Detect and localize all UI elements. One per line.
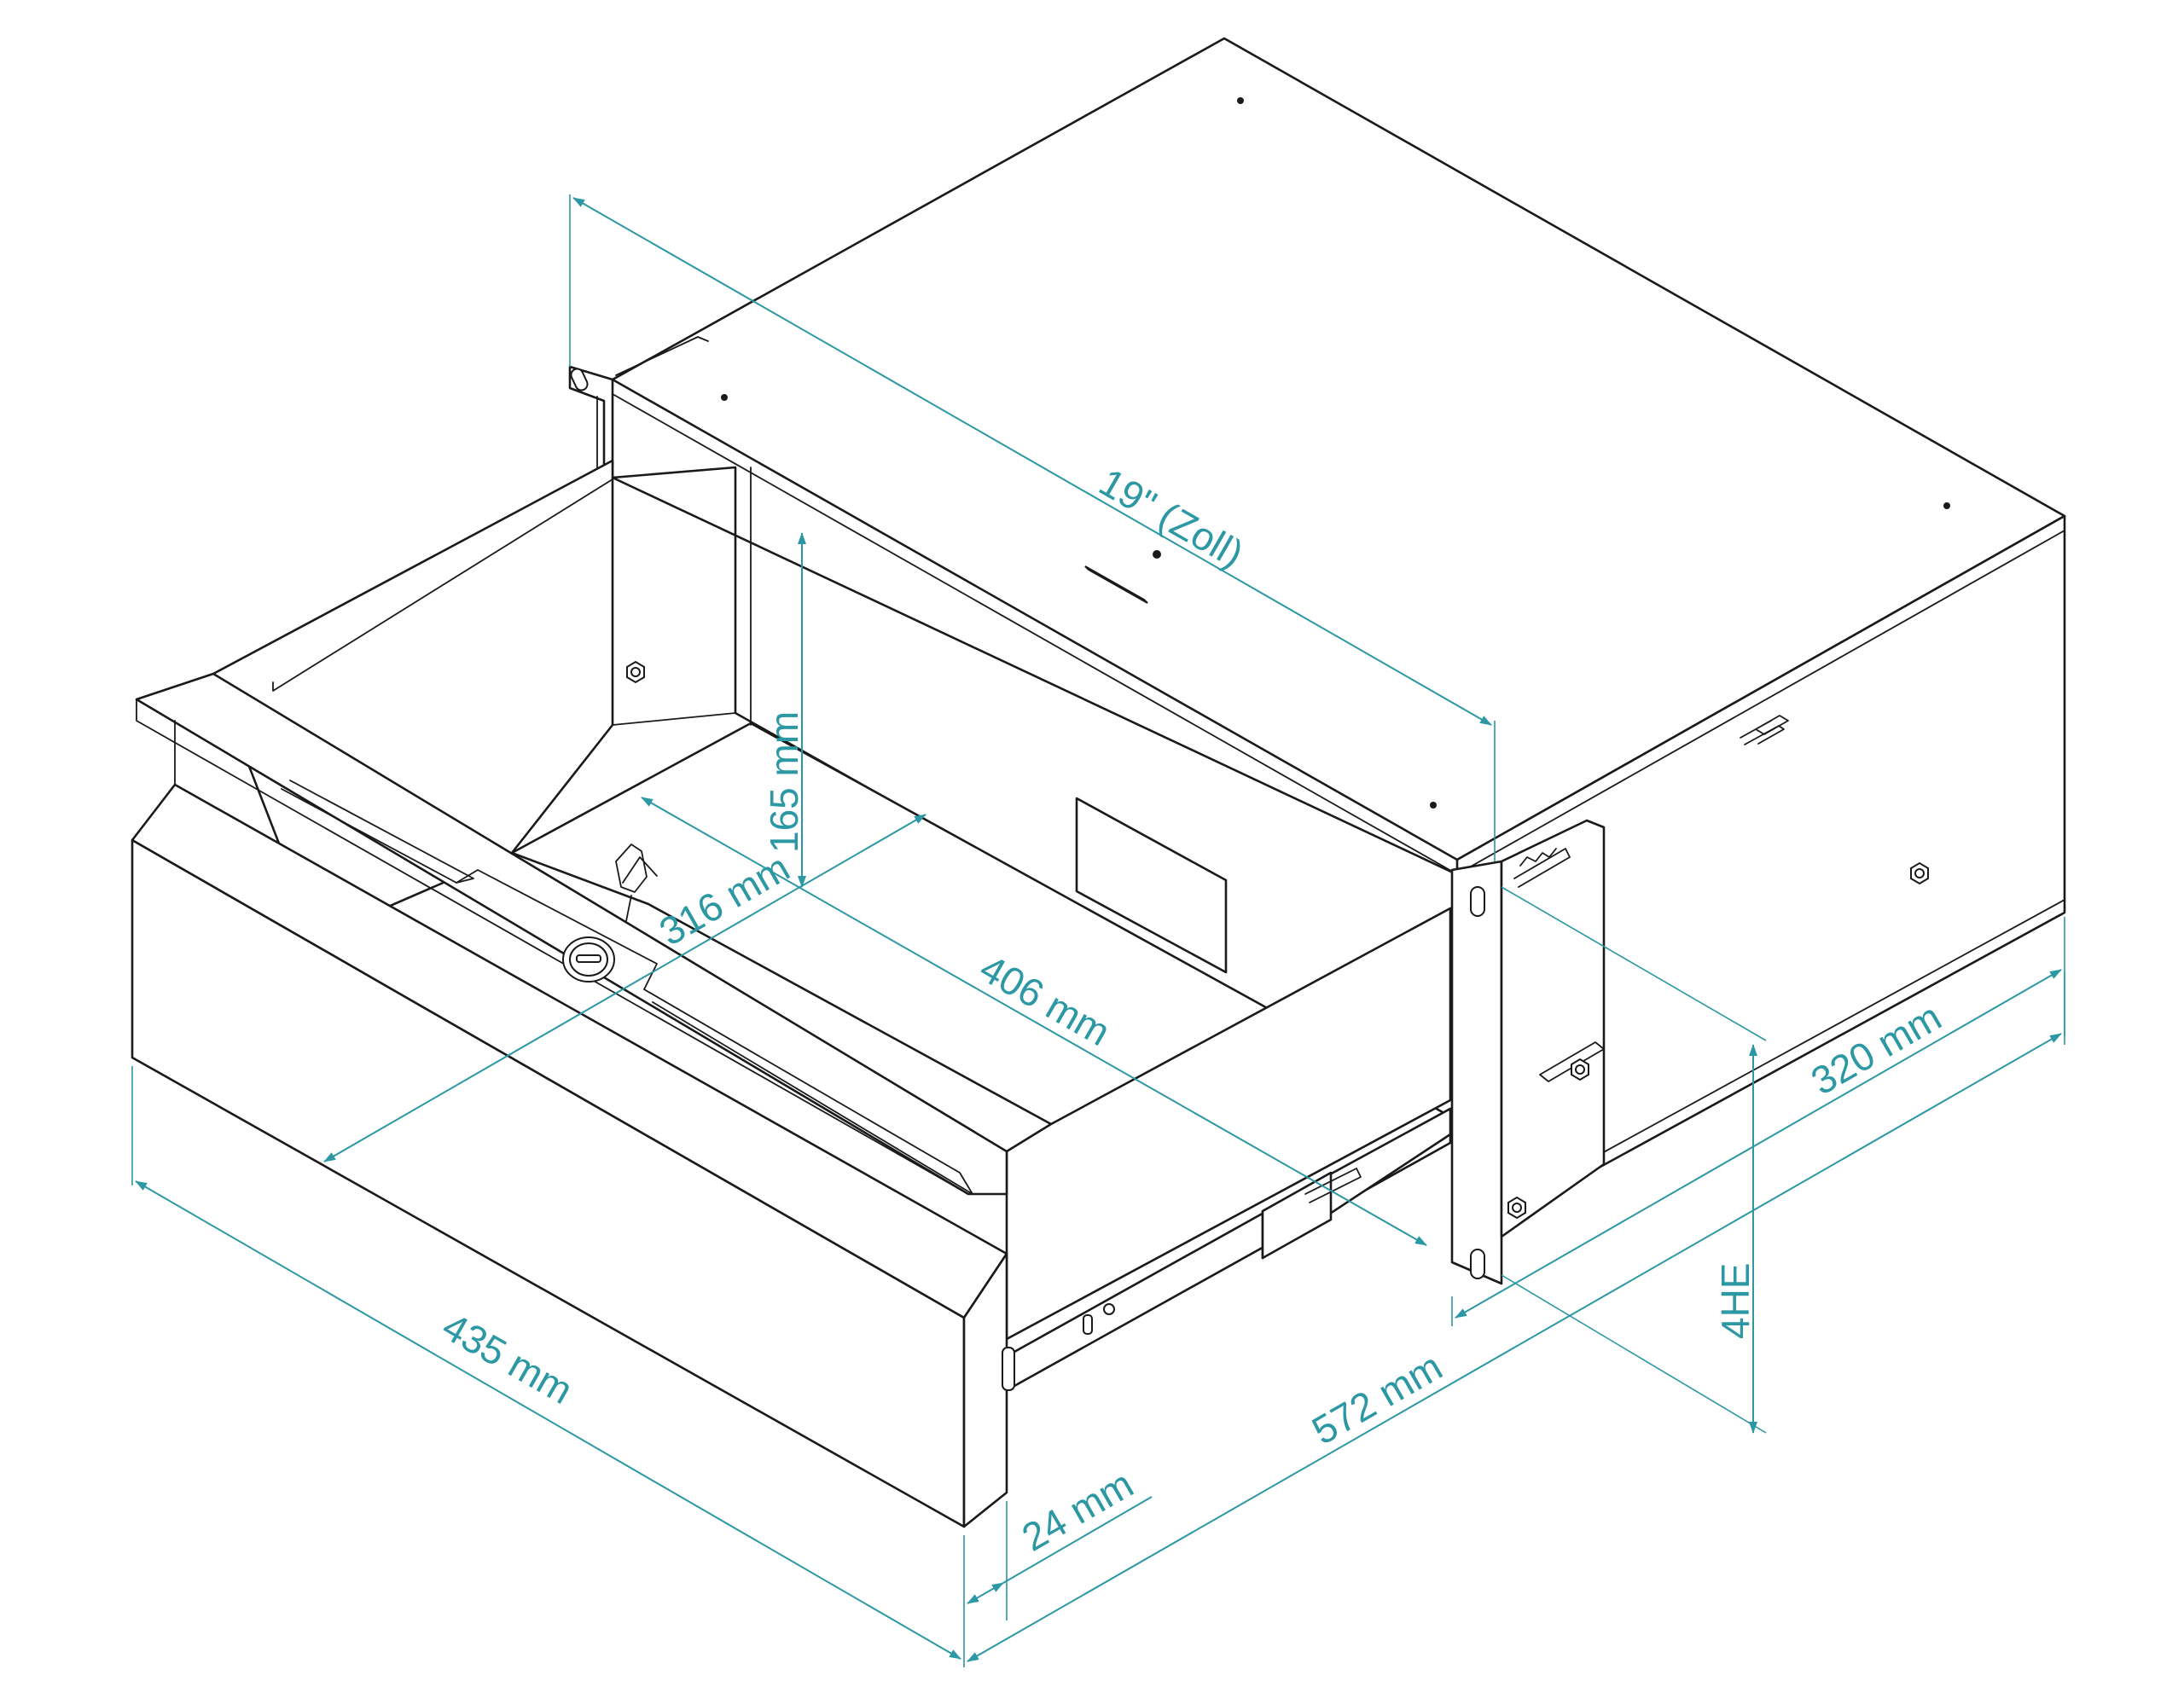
right-mounting-ear (1450, 819, 1606, 1285)
dim-line-19zoll (572, 197, 1492, 726)
inner-nut-icon (626, 660, 645, 684)
top-hole-2 (1943, 502, 1950, 509)
right-bracket (1500, 819, 1606, 1238)
dim-line-435 (135, 1180, 961, 1660)
dim-line-24 (967, 1582, 1004, 1604)
top-hole-1 (1237, 97, 1244, 104)
bracket-screw-2 (1507, 1196, 1526, 1220)
top-hole-3 (721, 394, 728, 401)
top-hole-5 (1430, 802, 1437, 809)
dim-line-572 (967, 1033, 2062, 1662)
logo-mark (1740, 715, 1789, 745)
ear-hole-bottom (1470, 1249, 1485, 1279)
label-24: 24 mm (1014, 1461, 1141, 1559)
side-nut-icon (1910, 861, 1929, 885)
bracket-screw-1 (1571, 1058, 1589, 1081)
label-4he: 4HE (1713, 1263, 1757, 1339)
label-165: 165 mm (762, 711, 806, 853)
ear-hole-top (1470, 886, 1485, 917)
lock-icon (562, 936, 615, 983)
label-572: 572 mm (1304, 1344, 1449, 1453)
right-ear-plate (1450, 860, 1503, 1285)
top-hole-4 (1153, 550, 1161, 559)
